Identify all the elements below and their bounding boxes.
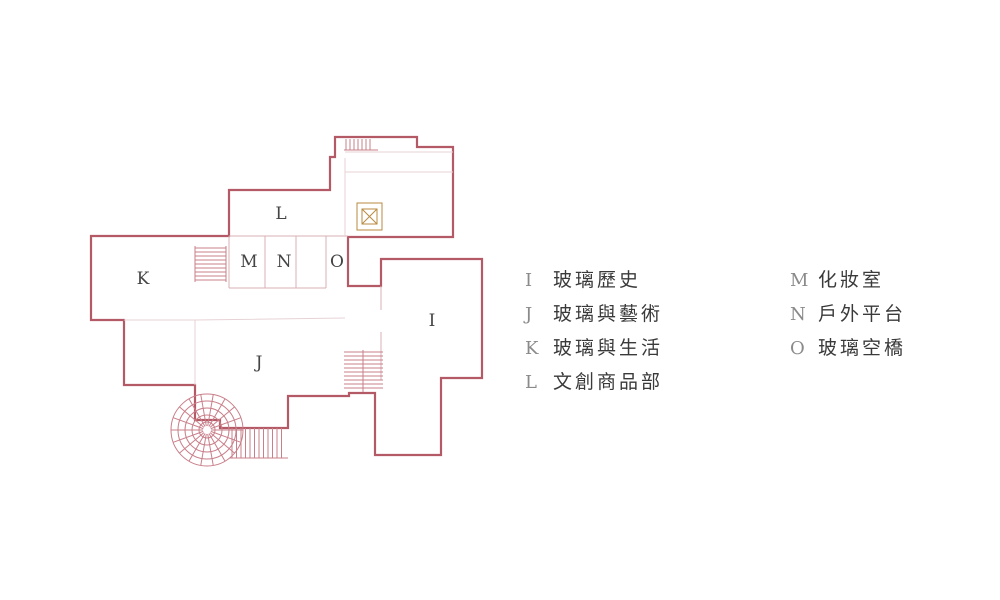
room-label-l: L (275, 204, 286, 224)
spiral-tread (210, 430, 241, 443)
legend-key: I (525, 270, 533, 291)
spiral-tread (209, 432, 235, 454)
legend-name: 化妝室 (818, 269, 885, 291)
legend-name: 玻璃與生活 (553, 337, 664, 359)
stairs-top (344, 139, 378, 151)
legend-item-l: L 文創商品部 (525, 369, 663, 395)
partition-m-n (228, 236, 327, 289)
legend-key: N (790, 304, 806, 325)
outer-wall (89, 135, 484, 457)
elevator-inner (361, 208, 378, 225)
legend-item-m: M 化妝室 (790, 267, 884, 293)
spiral-tread (188, 433, 206, 462)
legend-item-k: K 玻璃與生活 (525, 335, 663, 361)
legend-name: 玻璃空橋 (818, 337, 907, 359)
spiral-tread (173, 417, 204, 430)
stairs-center (344, 350, 383, 392)
spiral-tread (207, 394, 214, 427)
room-label-j: J (254, 353, 263, 373)
spiral-tread (200, 433, 207, 466)
partition-corridor (124, 317, 346, 385)
legend-key: M (790, 270, 809, 291)
legend-item-j: J 玻璃與藝術 (525, 301, 663, 327)
elevator-cross (361, 208, 378, 225)
elevator-box (356, 202, 383, 231)
spiral-tread (179, 432, 205, 454)
legend-key: L (525, 372, 537, 393)
stairs-bottom (230, 428, 288, 459)
partition-top (344, 151, 453, 237)
spiral-tread (207, 433, 214, 466)
legend-name: 戶外平台 (818, 303, 907, 325)
room-label-k: K (137, 269, 150, 289)
spiral-tread (200, 394, 207, 427)
room-label-m: M (240, 252, 257, 272)
room-label-o: O (330, 252, 344, 272)
legend-name: 文創商品部 (553, 371, 664, 393)
spiral-tread (208, 433, 226, 462)
legend-key: K (525, 338, 539, 359)
spiral-tread (208, 398, 226, 427)
spiral-tread (173, 430, 204, 443)
stairs-k (194, 246, 227, 282)
room-label-n: N (277, 252, 292, 272)
room-label-i: I (429, 311, 436, 331)
spiral-tread (209, 406, 235, 428)
legend-name: 玻璃與藝術 (553, 303, 664, 325)
legend-name: 玻璃歷史 (553, 269, 642, 291)
spiral-tread (188, 398, 206, 427)
spiral-stair (170, 393, 244, 467)
legend-key: J (525, 304, 533, 325)
legend-item-i: I 玻璃歷史 (525, 267, 641, 293)
legend-key: O (790, 338, 805, 359)
legend-item-n: N 戶外平台 (790, 301, 906, 327)
spiral-tread (179, 406, 205, 428)
legend-item-o: O 玻璃空橋 (790, 335, 906, 361)
spiral-tread (210, 417, 241, 430)
